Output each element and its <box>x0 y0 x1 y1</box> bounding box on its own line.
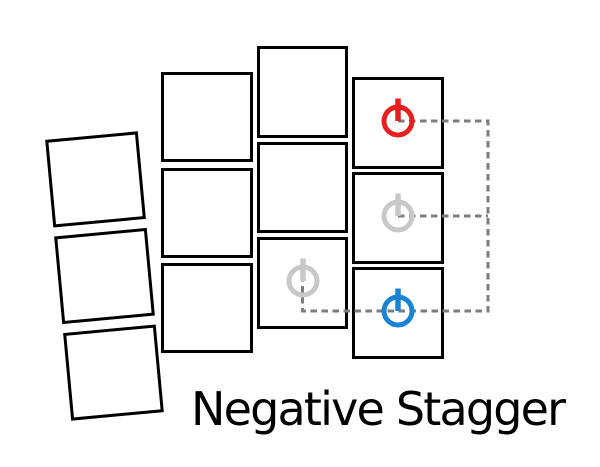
key-square <box>161 263 253 353</box>
key-square <box>63 324 164 421</box>
key-column-2 <box>161 72 253 353</box>
power-icon-blue <box>381 288 415 328</box>
key-column-1 <box>45 131 164 421</box>
key-square <box>257 141 348 233</box>
key-square <box>161 167 253 258</box>
power-icon-gray <box>286 258 319 298</box>
key-square <box>161 72 253 162</box>
power-icon-red <box>381 98 415 138</box>
key-square <box>54 227 155 325</box>
power-icon-gray <box>381 193 415 233</box>
key-square <box>45 131 146 228</box>
key-square <box>257 46 348 138</box>
diagram-title: Negative Stagger <box>191 382 566 436</box>
